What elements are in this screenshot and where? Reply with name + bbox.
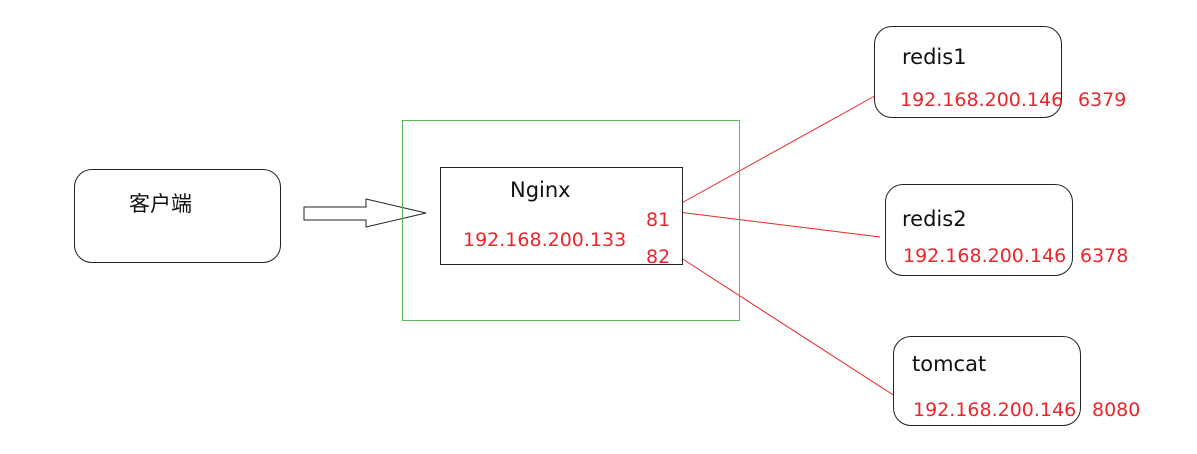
nginx-title: Nginx: [510, 178, 571, 202]
redis2-node: redis2: [885, 184, 1073, 276]
nginx-ip: 192.168.200.133: [463, 229, 627, 251]
tomcat-node: tomcat: [893, 336, 1081, 426]
link-nginx-tomcat: [677, 255, 899, 399]
tomcat-port: 8080: [1092, 399, 1141, 421]
redis1-ip: 192.168.200.146: [900, 89, 1064, 111]
proxy-frame: [402, 120, 740, 321]
redis1-node: redis1: [874, 26, 1062, 118]
tomcat-name: tomcat: [912, 352, 987, 376]
tomcat-ip: 192.168.200.146: [913, 399, 1077, 421]
redis2-name: redis2: [902, 207, 967, 231]
client-label: 客户端: [129, 192, 192, 216]
client-node: 客户端: [74, 169, 281, 263]
nginx-node: Nginx 192.168.200.133 81 82: [440, 167, 683, 268]
redis2-ip: 192.168.200.146: [903, 245, 1067, 267]
redis1-name: redis1: [902, 45, 967, 69]
link-nginx-redis1: [677, 91, 883, 206]
redis2-port: 6378: [1080, 245, 1129, 267]
nginx-port-81: 81: [646, 209, 671, 231]
redis1-port: 6379: [1078, 89, 1127, 111]
nginx-port-82: 82: [646, 246, 671, 268]
link-nginx-redis2: [677, 211, 881, 238]
arrow-client-to-nginx: [303, 198, 427, 228]
